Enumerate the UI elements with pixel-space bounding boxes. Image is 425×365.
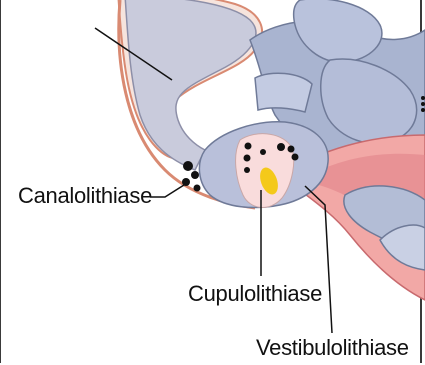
- otolith: [191, 171, 199, 179]
- otolith: [292, 154, 299, 161]
- otolith: [421, 108, 425, 112]
- otolith: [277, 143, 285, 151]
- label-vestibulolithiase: Vestibulolithiase: [256, 337, 409, 359]
- otolith: [421, 96, 425, 100]
- label-cupulolithiase: Cupulolithiase: [188, 283, 322, 305]
- bony-tube: [255, 73, 312, 112]
- otolith: [421, 102, 425, 106]
- otolith: [244, 155, 251, 162]
- otolith: [183, 161, 193, 171]
- otolith: [260, 149, 266, 155]
- otolith: [288, 146, 295, 153]
- label-canalolithiase: Canalolithiase: [18, 185, 152, 207]
- leader-line-canalolithiase: [150, 185, 184, 197]
- otolith: [244, 167, 250, 173]
- otolith: [245, 143, 252, 150]
- otolith: [194, 185, 201, 192]
